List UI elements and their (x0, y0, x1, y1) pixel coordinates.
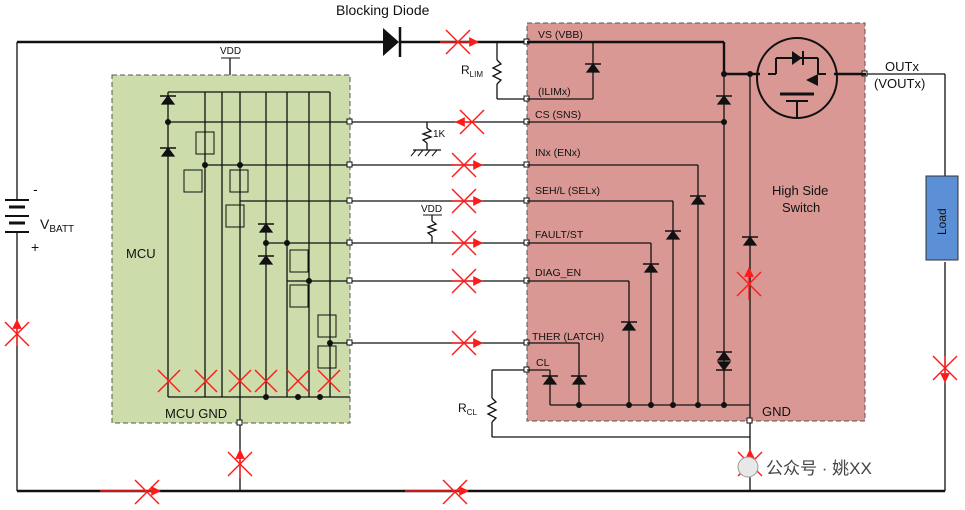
hss-label-line1: High Side (772, 183, 828, 198)
outx-label: OUTx (885, 59, 919, 74)
voutx-label: (VOUTx) (874, 76, 925, 91)
pin-cl-label: CL (536, 357, 550, 369)
pin-vs-label: VS (VBB) (538, 29, 583, 41)
mcu-block (111, 74, 351, 424)
pin-seh-label: SEH/L (SELx) (535, 185, 600, 197)
fault-pullup-resistor (423, 214, 442, 243)
cs-pulldown-resistor (410, 122, 441, 157)
battery-minus-sign: - (33, 181, 38, 197)
rcl-label: RCL (458, 401, 477, 417)
mcu-gnd-label: MCU GND (165, 406, 227, 421)
switch-pin-terminals (523, 38, 868, 424)
pin-ther-label: THER (LATCH) (532, 331, 604, 343)
rlim-label: RLIM (461, 63, 483, 79)
fault-marker-ground-left (134, 479, 160, 505)
blocking-diode-label: Blocking Diode (336, 2, 430, 18)
fault-marker-mcu-row (157, 369, 341, 393)
battery-symbol (5, 199, 29, 233)
vbatt-label: VBATT (40, 216, 74, 235)
battery-plus-sign: + (31, 239, 39, 255)
vdd-top-label: VDD (220, 46, 241, 57)
hss-label-line2: Switch (782, 200, 820, 215)
load-block (925, 175, 959, 261)
power-mosfet-symbol (756, 37, 838, 119)
fault-marker-ground-mid (442, 479, 468, 505)
pin-ilim-label: (ILIMx) (538, 86, 571, 98)
mcu-pin-terminals (236, 118, 353, 426)
high-side-switch-block (526, 22, 866, 422)
fault-current-arrows (12, 37, 950, 496)
pin-inx-label: INx (ENx) (535, 147, 581, 159)
switch-zener-diodes (542, 63, 758, 385)
switch-junction-dots (576, 71, 753, 408)
vdd-mid-label: VDD (421, 204, 442, 215)
pin-diag-label: DIAG_EN (535, 267, 581, 279)
mcu-zener-diodes (160, 95, 274, 265)
mcu-internal-rails (167, 91, 350, 491)
blocking-diode-symbol (383, 27, 402, 57)
load-label: Load (935, 208, 949, 235)
mcu-label: MCU (126, 246, 156, 261)
pin-cs-label: CS (SNS) (535, 109, 581, 121)
watermark: 公众号 · 姚XX (737, 456, 872, 478)
mcu-mosfets (183, 131, 337, 369)
resistor-1k-label: 1K (433, 129, 446, 140)
rlim-resistor (491, 42, 527, 100)
watermark-text: 公众号 · 姚XX (766, 459, 872, 478)
wechat-icon (737, 456, 759, 478)
gnd-label: GND (762, 404, 791, 419)
pin-fault-label: FAULT/ST (535, 229, 584, 241)
mcu-junction-dots (165, 119, 333, 400)
